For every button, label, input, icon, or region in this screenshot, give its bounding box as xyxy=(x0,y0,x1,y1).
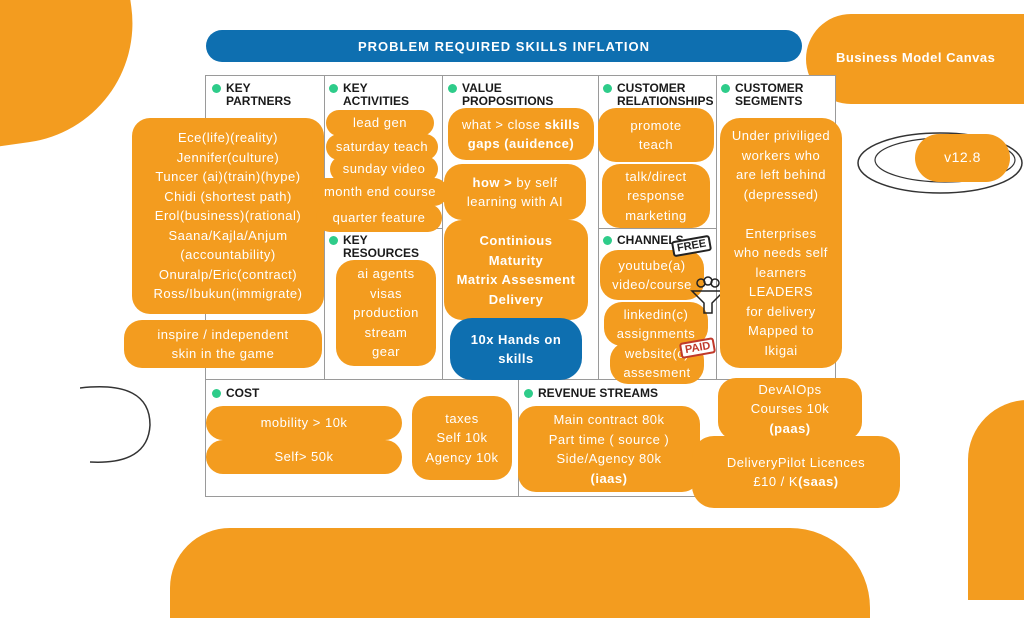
header-customer-segments: CUSTOMER SEGMENTS xyxy=(719,82,803,108)
sticky-channel-youtube: youtube(a) video/course xyxy=(600,250,704,300)
sticky-value-maturity-matrix: Continious Maturity Matrix Assesment Del… xyxy=(444,220,588,320)
sticky-revenue-contracts: Main contract 80k Part time ( source ) S… xyxy=(518,406,700,492)
header-customer-relationships: CUSTOMER RELATIONSHIPS xyxy=(601,82,713,108)
sticky-value-hands-on: 10x Hands on skills xyxy=(450,318,582,380)
sticky-key-resources: ai agents visas production stream gear xyxy=(336,260,436,366)
decorative-swirl-left xyxy=(80,386,151,463)
sticky-revenue-devaiops: DevAIOps Courses 10k (paas) xyxy=(718,378,862,440)
sticky-revenue-deliverypilot: DeliveryPilot Licences £10 / K(saas) xyxy=(692,436,900,508)
sticky-value-skills-gaps: what > close skills gaps (auidence) xyxy=(448,108,594,160)
sticky-relationship-promote: promote teach xyxy=(598,108,714,162)
blob-top-left xyxy=(0,0,148,153)
header-key-resources: KEY RESOURCES xyxy=(327,234,419,260)
sticky-channel-linkedin: linkedin(c) assignments xyxy=(604,302,708,346)
section-dot-icon xyxy=(721,84,730,93)
sticky-activity: month end course xyxy=(312,178,448,206)
section-dot-icon xyxy=(448,84,457,93)
sticky-activity: sunday video xyxy=(330,156,438,182)
sticky-activity: quarter feature xyxy=(316,204,442,232)
canvas-title: Business Model Canvas xyxy=(836,50,996,65)
section-dot-icon xyxy=(524,389,533,398)
header-key-activities: KEY ACTIVITIES xyxy=(327,82,409,108)
section-dot-icon xyxy=(329,236,338,245)
sticky-key-partners: Ece(life)(reality) Jennifer(culture) Tun… xyxy=(132,118,324,314)
section-dot-icon xyxy=(212,389,221,398)
sticky-customer-segments: Under priviliged workers who are left be… xyxy=(720,118,842,368)
blob-bottom-right xyxy=(968,400,1024,600)
problem-banner: PROBLEM REQUIRED SKILLS INFLATION xyxy=(206,30,802,62)
blob-top-right xyxy=(806,14,1024,104)
section-dot-icon xyxy=(603,236,612,245)
section-dot-icon xyxy=(212,84,221,93)
sticky-cost-mobility: mobility > 10k xyxy=(206,406,402,440)
section-dot-icon xyxy=(603,84,612,93)
header-channels: CHANNELS xyxy=(601,234,684,247)
blob-bottom xyxy=(170,528,870,618)
version-badge: v12.8 xyxy=(915,134,1010,182)
grid-line xyxy=(598,228,716,229)
header-value-propositions: VALUE PROPOSITIONS xyxy=(446,82,553,108)
grid-line xyxy=(716,75,717,379)
sticky-activity: saturday teach xyxy=(326,134,438,160)
header-cost: COST xyxy=(210,387,259,400)
section-dot-icon xyxy=(329,84,338,93)
sticky-value-self-learning: how > by self learning with AI xyxy=(444,164,586,220)
grid-line xyxy=(598,75,599,379)
header-key-partners: KEY PARTNERS xyxy=(210,82,291,108)
sticky-cost-self: Self> 50k xyxy=(206,440,402,474)
sticky-activity: lead gen xyxy=(326,110,434,136)
sticky-cost-taxes: taxes Self 10k Agency 10k xyxy=(412,396,512,480)
sticky-partners-inspire: inspire / independent skin in the game xyxy=(124,320,322,368)
grid-line xyxy=(442,75,443,379)
sticky-relationship-talk: talk/direct response marketing xyxy=(602,164,710,228)
header-revenue-streams: REVENUE STREAMS xyxy=(522,387,658,400)
